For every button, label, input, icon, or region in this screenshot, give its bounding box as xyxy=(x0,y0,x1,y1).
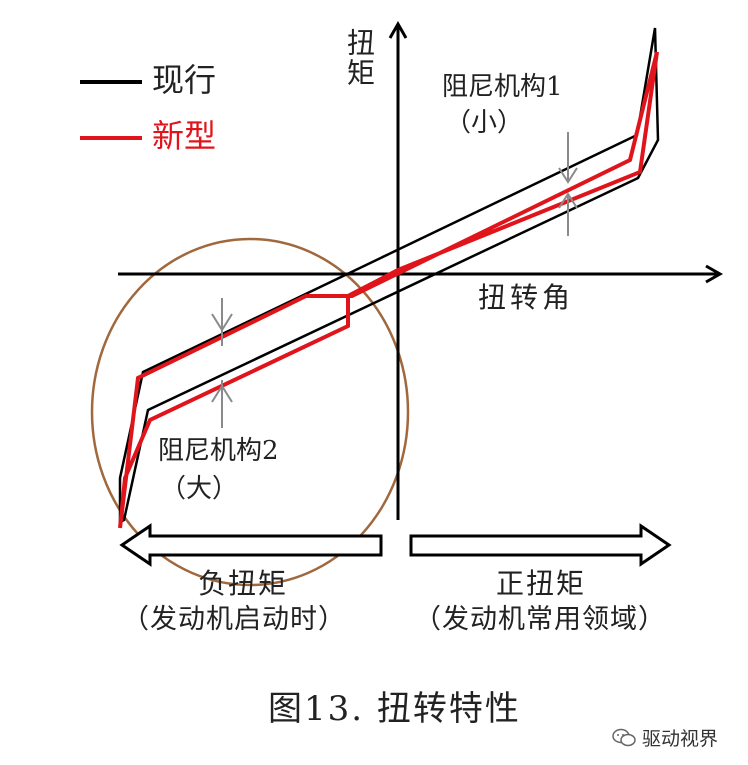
legend-label-new: 新型 xyxy=(152,117,217,155)
damper1-marker-arrow-bottom xyxy=(558,192,578,209)
negative-torque-arrow xyxy=(119,523,383,567)
figure-caption: 图13. 扭转特性 xyxy=(268,689,521,729)
y-axis-label: 扭矩 xyxy=(343,28,376,88)
damper2-marker-arrow-top xyxy=(211,313,233,332)
positive-torque-sub: （发动机常用领域） xyxy=(414,604,666,635)
damper1-marker-arrow-top xyxy=(558,167,578,184)
x-axis-label: 扭转角 xyxy=(478,281,575,314)
damper2-label: 阻尼机构2 xyxy=(158,436,279,466)
negative-torque-sub: （发动机启动时） xyxy=(122,604,346,635)
damper2-marker-arrow-bottom xyxy=(211,384,233,403)
damper1-label: 阻尼机构1 xyxy=(442,72,563,102)
damper1-size: （小） xyxy=(445,108,524,138)
positive-torque-arrow xyxy=(409,523,672,567)
negative-torque-title: 负扭矩 xyxy=(198,567,289,600)
damper2-size: （大） xyxy=(160,474,239,504)
chat-bubble-icon xyxy=(612,728,636,748)
positive-torque-title: 正扭矩 xyxy=(496,567,587,600)
watermark-text: 驱动视界 xyxy=(642,728,719,750)
new-curve-loop xyxy=(118,51,659,529)
negative-region-ellipse xyxy=(90,237,410,587)
watermark: 驱动视界 xyxy=(612,724,718,751)
legend-label-current: 现行 xyxy=(152,61,217,99)
